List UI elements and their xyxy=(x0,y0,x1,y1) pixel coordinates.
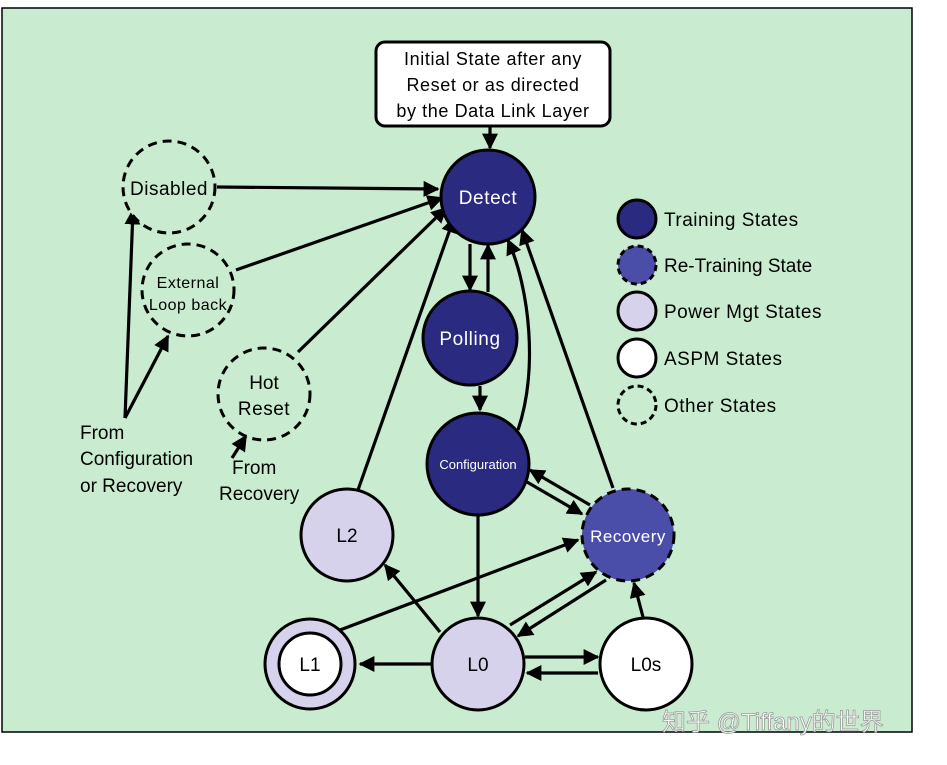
state-recovery: Recovery xyxy=(580,487,676,583)
state-l0s: L0s xyxy=(598,616,694,712)
legend-label-other: Other States xyxy=(664,396,777,417)
from-config-line-1: From xyxy=(80,423,124,444)
legend-item-power: Power Mgt States xyxy=(616,290,822,332)
from-config-label: From Configuration or Recovery xyxy=(80,423,193,497)
state-detect-label: Detect xyxy=(459,188,518,209)
state-l1: L1 xyxy=(263,617,357,711)
arrow-l2-detect xyxy=(356,216,457,491)
arrow-recovery-config xyxy=(528,468,591,507)
state-loopback-line-1: External xyxy=(157,275,220,292)
state-configuration-label: Configuration xyxy=(439,457,516,472)
state-configuration: Configuration xyxy=(425,411,531,517)
state-l0-label: L0 xyxy=(467,655,488,676)
state-hotreset-line-2: Reset xyxy=(238,399,290,420)
arrow-hotreset-detect xyxy=(296,206,448,354)
watermark-text: 知乎 @Tiffany的世界 xyxy=(662,709,884,736)
from-config-line-3: or Recovery xyxy=(80,476,183,497)
arrow-disabled-detect xyxy=(216,180,440,197)
legend-item-training: Training States xyxy=(616,198,799,240)
state-l2: L2 xyxy=(299,487,395,583)
arrow-config-detect xyxy=(506,238,532,431)
state-disabled-label: Disabled xyxy=(130,179,208,200)
arrow-recovery-l0 xyxy=(516,578,607,638)
init-line-2: Reset or as directed xyxy=(406,75,579,95)
transition-arrows xyxy=(123,125,646,681)
state-loopback-line-2: Loop back xyxy=(149,297,228,314)
from-recovery-line-1: From xyxy=(232,458,276,479)
from-recovery-line-2: Recovery xyxy=(219,484,300,505)
arrow-fromrecovery-hotreset xyxy=(230,434,248,459)
state-detect: Detect xyxy=(439,148,537,246)
state-l1-label: L1 xyxy=(299,655,320,676)
legend-label-training: Training States xyxy=(664,210,799,231)
state-recovery-label: Recovery xyxy=(590,527,666,546)
state-hot-reset: Hot Reset xyxy=(216,346,312,442)
init-line-1: Initial State after any xyxy=(404,49,582,69)
legend-label-aspm: ASPM States xyxy=(664,349,783,370)
state-external-loopback: External Loop back xyxy=(140,242,236,338)
arrow-recovery-detect xyxy=(519,228,615,489)
legend-label-retraining: Re-Training State xyxy=(664,256,812,277)
initial-state-box: Initial State after any Reset or as dire… xyxy=(374,40,612,128)
state-l0: L0 xyxy=(430,616,526,712)
legend-item-other: Other States xyxy=(616,384,777,426)
arrow-l0s-recovery xyxy=(629,581,646,618)
legend-item-aspm: ASPM States xyxy=(616,337,783,379)
arrow-loopback-detect xyxy=(235,195,444,272)
arrow-fromconfig-loopback xyxy=(123,334,170,419)
from-config-line-2: Configuration xyxy=(80,449,193,470)
legend-item-retraining: Re-Training State xyxy=(616,244,812,286)
state-polling: Polling xyxy=(421,289,519,387)
state-l2-label: L2 xyxy=(336,526,357,547)
arrow-l1-recovery xyxy=(339,537,580,632)
state-hotreset-line-1: Hot xyxy=(249,373,279,394)
arrow-l0-l2 xyxy=(383,563,442,634)
init-line-3: by the Data Link Layer xyxy=(396,101,589,121)
arrow-config-recovery xyxy=(526,480,584,516)
state-disabled: Disabled xyxy=(121,139,217,235)
arrow-fromconfig-disabled xyxy=(123,208,141,419)
arrow-l0-recovery xyxy=(509,570,598,627)
legend-label-power: Power Mgt States xyxy=(664,302,822,323)
legend: Training States Re-Training State Power … xyxy=(616,198,822,426)
state-polling-label: Polling xyxy=(439,329,500,350)
from-recovery-label: From Recovery xyxy=(219,458,300,505)
state-l0s-label: L0s xyxy=(631,655,662,676)
